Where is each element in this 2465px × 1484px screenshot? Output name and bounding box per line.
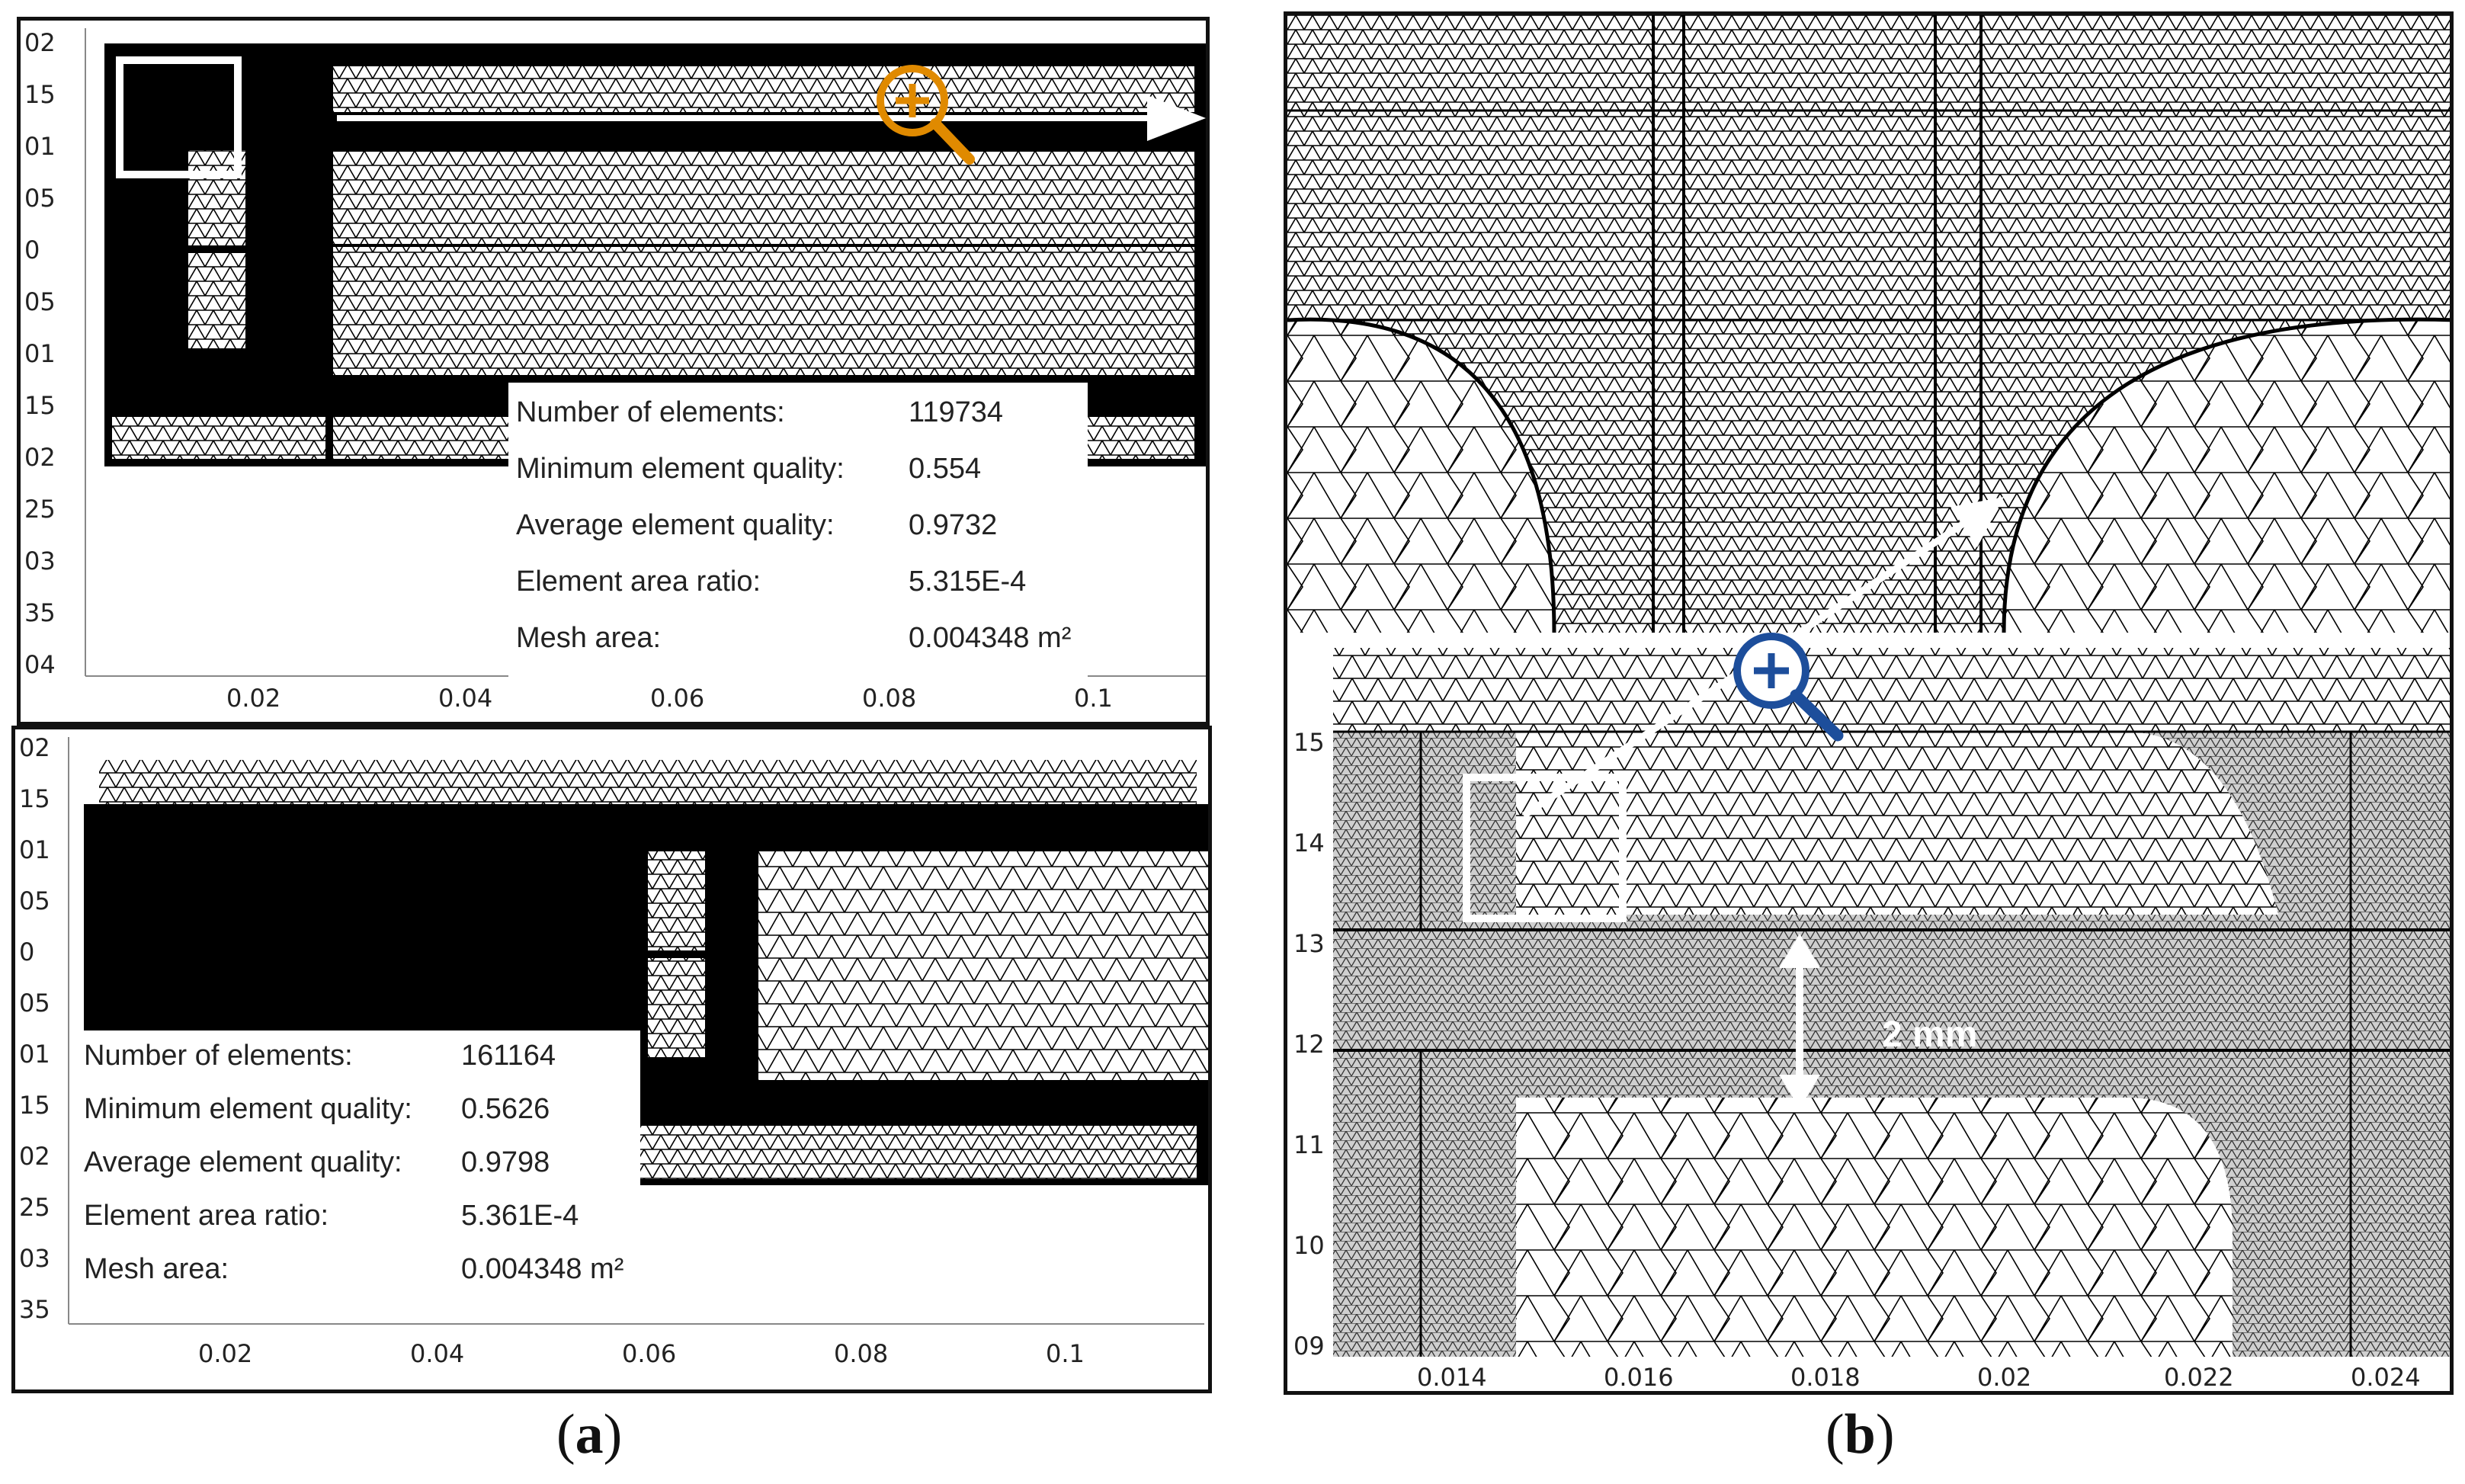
stat-value: 161164 [461, 1040, 556, 1072]
x-tick-label: 0.06 [650, 684, 705, 713]
y-tick-label: 05 [24, 287, 56, 316]
y-tick-label: 01 [24, 132, 56, 161]
caption-b: (b) [1826, 1403, 1895, 1466]
y-tick-label: 03 [24, 546, 56, 575]
y-tick-label: 25 [24, 495, 56, 524]
stat-label: Minimum element quality: [84, 1093, 412, 1125]
y-tick-label: 15 [1293, 728, 1325, 757]
stat-value: 0.004348 m² [461, 1253, 624, 1285]
stat-value: 0.554 [909, 453, 982, 485]
zoom-in-icon [1733, 633, 1844, 742]
zoom-in-icon [877, 65, 975, 165]
stat-label: Element area ratio: [516, 566, 761, 598]
channel-mesh [333, 152, 1194, 375]
zoomed-left-electrode [1287, 319, 1554, 633]
x-tick-label: 0.02 [1977, 1363, 2032, 1392]
caption-a: (a) [556, 1403, 623, 1466]
x-tick-label: 0.04 [410, 1339, 465, 1368]
gap-label: 2 mm [1882, 1014, 1978, 1055]
lower-electrode-mesh [1516, 1098, 2233, 1357]
y-tick-label: 09 [1293, 1332, 1325, 1361]
y-tick-label: 03 [19, 1244, 50, 1273]
stat-label: Element area ratio: [84, 1200, 329, 1232]
x-tick-label: 0.1 [1046, 1339, 1085, 1368]
stat-value: 5.361E-4 [461, 1200, 579, 1232]
stat-label: Average element quality: [84, 1146, 402, 1178]
y-tick-label: 04 [24, 650, 56, 679]
mesh-plot-b [1287, 15, 2450, 1357]
zoom-region-box [116, 56, 242, 178]
x-tick-label: 0.06 [622, 1339, 677, 1368]
y-tick-label: 15 [24, 80, 56, 109]
upper-strip-mesh [333, 66, 1194, 112]
y-tick-label: 02 [24, 443, 56, 472]
y-tick-label: 01 [24, 339, 56, 368]
stat-label: Number of elements: [516, 396, 785, 428]
x-tick-label: 0.022 [2164, 1363, 2234, 1392]
y-tick-label: 15 [19, 1091, 50, 1120]
stat-label: Minimum element quality: [516, 453, 845, 485]
panel-a-top: 02 15 01 05 0 05 01 15 02 25 03 35 04 0.02 0.04 0.06 0.… [17, 17, 1210, 726]
x-tick-label: 0.08 [862, 684, 917, 713]
upper-strip-mesh [99, 760, 1197, 804]
stat-value: 119734 [909, 396, 1003, 428]
lower-strip-mesh [640, 1126, 1197, 1179]
y-tick-label: 12 [1293, 1030, 1325, 1059]
stat-value: 0.9798 [461, 1146, 550, 1178]
stat-label: Number of elements: [84, 1040, 353, 1072]
panel-b: 2 mm 15 14 13 12 11 10 09 0.014 0.016 0.018 0.02 0… [1284, 11, 2454, 1395]
y-tick-label: 02 [24, 28, 56, 57]
stat-value: 0.5626 [461, 1093, 550, 1125]
x-tick-label: 0.02 [198, 1339, 253, 1368]
y-tick-label: 05 [24, 184, 56, 213]
x-tick-label: 0.014 [1417, 1363, 1487, 1392]
stat-value: 0.004348 m² [909, 622, 1072, 654]
y-tick-label: 0 [24, 236, 40, 264]
zoom-arrow-head [1147, 95, 1206, 141]
x-tick-label: 0.1 [1074, 684, 1113, 713]
y-tick-label: 05 [19, 989, 50, 1018]
y-tick-label: 10 [1293, 1231, 1325, 1260]
channel-mesh [758, 851, 1208, 1080]
x-tick-label: 0.04 [438, 684, 493, 713]
stat-value: 0.9732 [909, 509, 998, 541]
zoom-arrow-head [1951, 497, 2004, 547]
stat-label: Mesh area: [516, 622, 662, 654]
electrode-mesh-2 [648, 958, 705, 1057]
x-tick-label: 0.024 [2351, 1363, 2421, 1392]
x-tick-label: 0.08 [834, 1339, 889, 1368]
gap-dimension-arrow [1779, 934, 1820, 1109]
y-tick-label: 01 [19, 835, 50, 864]
zoomed-right-electrode [2004, 319, 2450, 633]
y-tick-label: 0 [19, 938, 35, 966]
x-tick-label: 0.02 [226, 684, 281, 713]
y-tick-label: 01 [19, 1040, 50, 1069]
upper-electrode-mesh [1516, 732, 2278, 915]
stat-label: Mesh area: [84, 1253, 229, 1285]
y-tick-label: 35 [24, 598, 56, 627]
lower-strip-mesh-left [112, 417, 325, 459]
y-tick-label: 15 [19, 784, 50, 813]
y-tick-label: 14 [1293, 829, 1325, 857]
stat-label: Average element quality: [516, 509, 835, 541]
y-tick-label: 35 [19, 1295, 50, 1324]
y-tick-label: 13 [1293, 929, 1325, 958]
y-tick-label: 05 [19, 886, 50, 915]
electrode-mesh-2 [188, 253, 245, 348]
y-tick-label: 15 [24, 391, 56, 420]
x-tick-label: 0.018 [1790, 1363, 1861, 1392]
x-tick-label: 0.016 [1604, 1363, 1674, 1392]
zoom-region-box [1463, 774, 1627, 922]
zoomed-left-block [1287, 15, 1653, 316]
electrode-mesh-1 [648, 851, 705, 950]
y-tick-label: 02 [19, 1142, 50, 1171]
y-tick-label: 11 [1293, 1130, 1325, 1159]
y-tick-label: 25 [19, 1193, 50, 1222]
panel-a-bottom: 02 15 01 05 0 05 01 15 02 25 03 35 0.02 0.04 0.06 0.08… [11, 726, 1212, 1393]
stat-value: 5.315E-4 [909, 566, 1027, 598]
y-tick-label: 02 [19, 733, 50, 762]
